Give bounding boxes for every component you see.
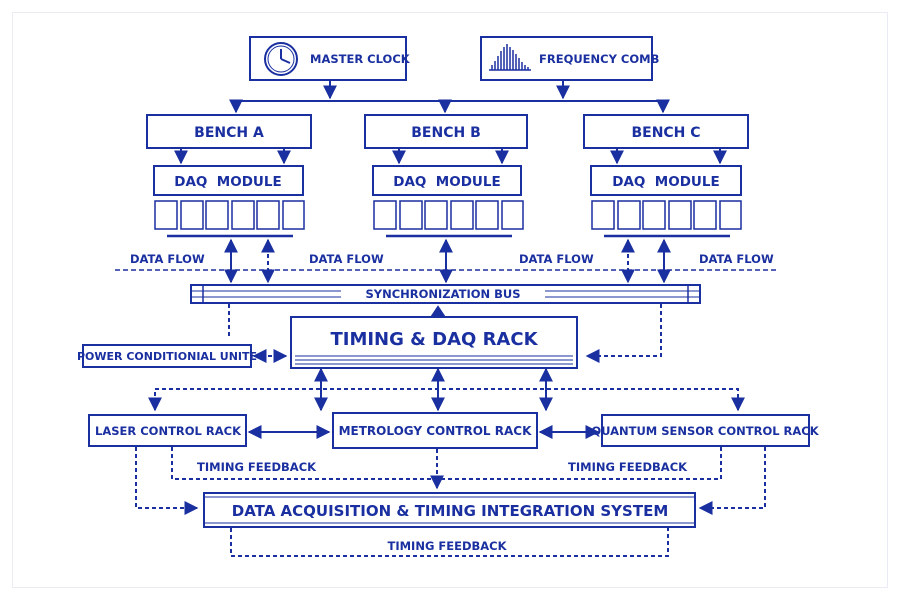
daq-module-b-label: DAQ MODULE: [393, 174, 500, 190]
power-unit-label: POWER CONDITIONIAL UNITE: [77, 350, 257, 363]
timing-feedback-label-2: TIMING FEEDBACK: [568, 460, 688, 474]
bench-a-label: BENCH A: [194, 125, 264, 141]
data-flow-label-2: DATA FLOW: [309, 252, 384, 266]
sync-bus-label: SYNCHRONIZATION BUS: [365, 287, 520, 301]
data-flow-label-3: DATA FLOW: [519, 252, 594, 266]
bench-b-box: [364, 114, 528, 149]
master-clock-box: [249, 36, 407, 81]
daq-channels-b: [373, 200, 524, 238]
bench-b-label: BENCH B: [411, 125, 481, 141]
daq-module-a-label: DAQ MODULE: [174, 174, 281, 190]
quantum-sensor-rack-box: [601, 414, 810, 447]
daq-module-c-label: DAQ MODULE: [612, 174, 719, 190]
timing-feedback-label-3: TIMING FEEDBACK: [387, 539, 507, 553]
integration-system-box: [203, 492, 696, 528]
integration-system-label: DATA ACQUISITION & TIMING INTEGRATION SY…: [232, 502, 669, 520]
laser-control-rack-box: [88, 414, 247, 447]
bench-c-box: [583, 114, 749, 149]
metrology-control-rack-label: METROLOGY CONTROL RACK: [339, 424, 532, 438]
frequency-comb-box: [480, 36, 653, 81]
master-clock-label: MASTER CLOCK: [310, 52, 411, 66]
daq-module-b-box: [372, 165, 522, 196]
daq-channels-a: [154, 200, 305, 238]
timing-feedback-label-1: TIMING FEEDBACK: [197, 460, 317, 474]
data-flow-label-1: DATA FLOW: [130, 252, 205, 266]
bench-a-box: [146, 114, 312, 149]
frequency-comb-icon: [489, 44, 531, 71]
quantum-sensor-rack-label: QUANTUM SENSOR CONTROL RACK: [591, 424, 819, 438]
power-unit-box: [82, 344, 252, 368]
daq-module-c-box: [590, 165, 742, 196]
timing-daq-rack-label: TIMING & DAQ RACK: [330, 329, 538, 350]
sync-bus-box: [190, 284, 701, 304]
bench-c-label: BENCH C: [631, 125, 700, 141]
daq-channels-c: [591, 200, 742, 238]
clock-icon: [264, 42, 298, 76]
metrology-control-rack-box: [332, 412, 538, 449]
daq-module-a-box: [153, 165, 304, 196]
data-flow-label-4: DATA FLOW: [699, 252, 774, 266]
frequency-comb-label: FREQUENCY COMB: [539, 52, 659, 66]
laser-control-rack-label: LASER CONTROL RACK: [95, 424, 242, 438]
